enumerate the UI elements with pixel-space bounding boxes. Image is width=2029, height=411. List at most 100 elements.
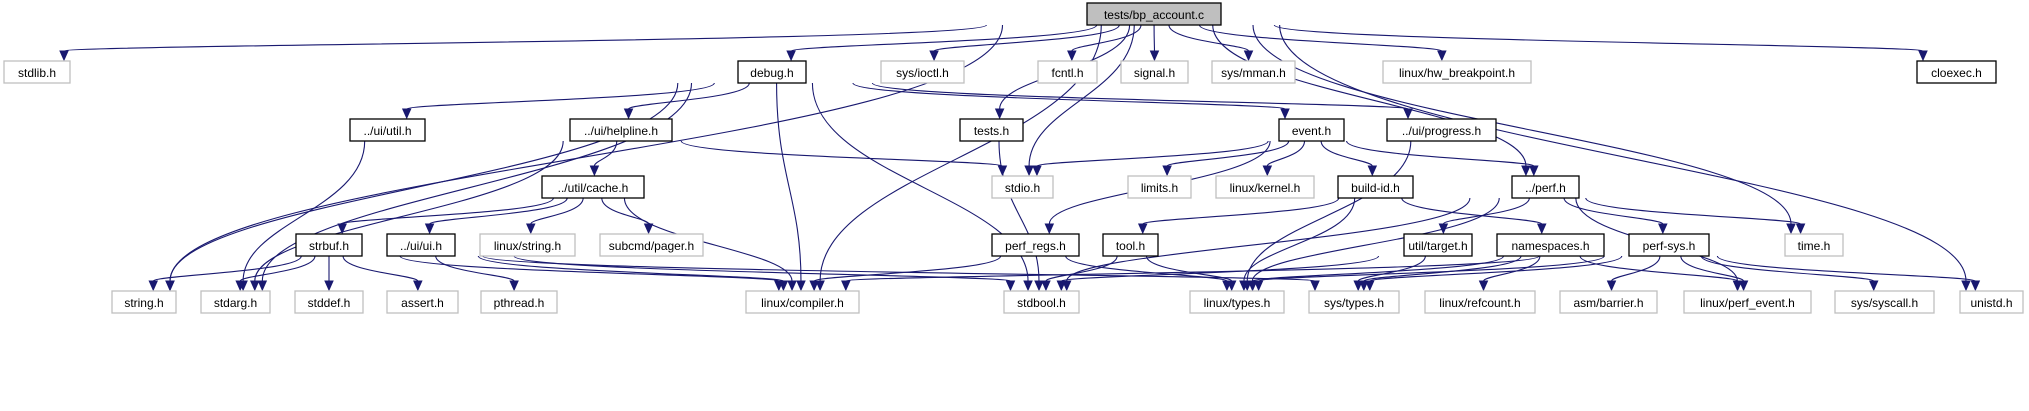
node-perfsys[interactable]: perf-sys.h (1628, 233, 1710, 257)
edge-line (1066, 197, 1471, 282)
edge-namespaces-to-linuxtypes (1247, 255, 1505, 292)
arrowhead-icon (1024, 165, 1034, 177)
edge-root-to-debug (786, 24, 1098, 62)
node-uiutil[interactable]: ../ui/util.h (349, 118, 426, 142)
node-hwbp: linux/hw_breakpoint.h (1382, 60, 1532, 84)
node-label: tests/bp_account.c (1104, 8, 1204, 22)
edge-root-to-sysmman (1168, 24, 1254, 62)
node-box (1559, 290, 1658, 314)
edge-line (845, 255, 1540, 282)
edge-line (341, 197, 554, 225)
arrowhead-icon (786, 50, 796, 62)
node-linuxstring: linux/string.h (479, 233, 576, 257)
node-buildid[interactable]: build-id.h (1337, 175, 1414, 199)
arrowhead-icon (1732, 280, 1743, 292)
node-box (991, 233, 1080, 257)
node-perfregs[interactable]: perf_regs.h (991, 233, 1080, 257)
node-label: perf_regs.h (1005, 239, 1066, 253)
node-target[interactable]: util/target.h (1403, 233, 1473, 257)
edge-line (1369, 255, 1623, 282)
edge-line (1028, 24, 1135, 167)
node-compiler: linux/compiler.h (745, 290, 860, 314)
edge-perfsys-to-linuxtypes (1253, 255, 1605, 292)
arrowhead-icon (337, 223, 347, 235)
node-box (1308, 290, 1400, 314)
node-box (1086, 2, 1222, 26)
edges-layer (59, 24, 1981, 292)
node-label: ../ui/progress.h (1402, 124, 1481, 138)
arrowhead-icon (1353, 280, 1363, 292)
node-label: unistd.h (1970, 296, 2012, 310)
edge-line (1212, 24, 1527, 167)
edge-tool-to-stdbool (1041, 255, 1118, 292)
edge-target-to-stdbool (1056, 255, 1380, 292)
edge-root-to-signal (1149, 24, 1160, 62)
node-uiui[interactable]: ../ui/ui.h (386, 233, 456, 257)
node-perf[interactable]: ../perf.h (1511, 175, 1580, 199)
edge-line (1680, 255, 1745, 282)
node-sysioctl: sys/ioctl.h (880, 60, 965, 84)
node-root[interactable]: tests/bp_account.c (1086, 2, 1222, 26)
node-strbuf[interactable]: strbuf.h (295, 233, 363, 257)
arrowhead-icon (1437, 50, 1447, 62)
edge-line (871, 82, 1409, 110)
node-progress[interactable]: ../ui/progress.h (1386, 118, 1497, 142)
node-box (959, 118, 1024, 142)
node-systypes: sys/types.h (1308, 290, 1400, 314)
node-event[interactable]: event.h (1278, 118, 1345, 142)
node-tool[interactable]: tool.h (1102, 233, 1159, 257)
node-box (1189, 290, 1285, 314)
edge-line (1065, 255, 1228, 282)
arrowhead-icon (59, 50, 69, 62)
edge-line (1610, 255, 1661, 282)
edge-cache-to-linuxstring (526, 197, 584, 235)
edge-line (342, 255, 419, 282)
arrowhead-icon (1310, 280, 1320, 292)
node-tests[interactable]: tests.h (959, 118, 1024, 142)
node-label: limits.h (1141, 181, 1178, 195)
edge-perf-to-time (1585, 197, 1806, 235)
node-box (745, 290, 860, 314)
edge-root-to-string (165, 24, 1004, 292)
arrowhead-icon (1253, 280, 1264, 292)
node-label: namespaces.h (1511, 239, 1589, 253)
node-label: stdarg.h (214, 296, 257, 310)
node-helpline[interactable]: ../ui/helpline.h (569, 118, 673, 142)
node-cache[interactable]: ../util/cache.h (541, 175, 645, 199)
edge-event-to-perf (1346, 140, 1539, 177)
node-pthread: pthread.h (480, 290, 558, 314)
node-box (1337, 175, 1414, 199)
node-limits: limits.h (1127, 175, 1192, 199)
edge-event-to-stdio (1032, 140, 1269, 177)
node-label: linux/hw_breakpoint.h (1399, 66, 1515, 80)
node-cloexec[interactable]: cloexec.h (1916, 60, 1997, 84)
arrowhead-icon (1239, 280, 1249, 292)
edge-strbuf-to-assert (342, 255, 423, 292)
node-label: pthread.h (494, 296, 545, 310)
node-kernel: linux/kernel.h (1215, 175, 1315, 199)
arrowhead-icon (589, 165, 600, 177)
node-label: stdlib.h (18, 66, 56, 80)
edge-line (261, 82, 693, 282)
edge-line (169, 24, 1004, 282)
node-box (569, 118, 673, 142)
edge-line (1320, 140, 1373, 167)
node-debug[interactable]: debug.h (737, 60, 807, 84)
arrowhead-icon (787, 280, 797, 292)
node-syscall: sys/syscall.h (1834, 290, 1935, 314)
edge-line (1279, 24, 1967, 282)
edge-debug-to-stdarg (257, 82, 693, 292)
arrowhead-icon (1367, 165, 1378, 177)
edge-line (998, 140, 1040, 282)
edge-buildid-to-tool (1137, 197, 1340, 235)
node-box (200, 290, 271, 314)
edge-root-to-sysioctl (929, 24, 1120, 62)
node-namespaces[interactable]: namespaces.h (1496, 233, 1605, 257)
node-label: tool.h (1116, 239, 1145, 253)
arrowhead-icon (623, 108, 634, 120)
edge-perfsys-to-perfevent (1680, 255, 1749, 292)
edge-root-to-perf (1212, 24, 1531, 177)
edge-line (680, 140, 1003, 167)
edge-helpline-to-stdarg (250, 140, 564, 292)
